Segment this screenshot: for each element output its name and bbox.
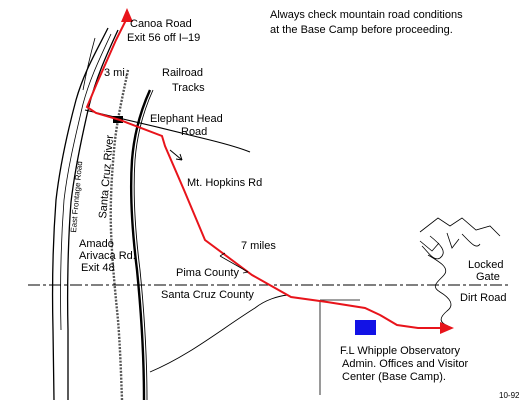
label-elephant-head: Elephant Head — [150, 113, 223, 125]
mt-hopkins-arrowhead — [175, 153, 183, 161]
label-railroad: Railroad — [162, 67, 203, 79]
label-exit-56: Exit 56 off I–19 — [127, 32, 201, 44]
label-3mi: 3 mi. — [104, 67, 128, 79]
dirt-road-switchbacks — [427, 254, 452, 327]
note-line-2: at the Base Camp before proceeding. — [270, 24, 453, 36]
mt-hopkins-arrow — [169, 149, 183, 161]
label-canoa-road: Canoa Road — [130, 18, 192, 30]
label-santa-cruz-county: Santa Cruz County — [161, 289, 254, 301]
route-arrow-end — [440, 322, 454, 334]
note-line-1: Always check mountain road conditions — [270, 9, 463, 21]
label-exit-48: Exit 48 — [81, 262, 115, 274]
interstate-19-east-edge — [66, 29, 119, 400]
label-7-miles: 7 miles — [241, 240, 276, 252]
label-mt-hopkins-rd: Mt. Hopkins Rd — [187, 177, 263, 189]
label-whipple-3: Center (Base Camp). — [342, 371, 446, 383]
railroad-tracks — [130, 89, 152, 401]
railroad-tracks-east — [133, 89, 154, 401]
interstate-19-median — [60, 33, 112, 331]
santa-cruz-side-road — [149, 294, 289, 373]
label-gate: Gate — [476, 271, 500, 283]
mountain-peaks — [419, 217, 501, 260]
label-whipple-1: F.L Whipple Observatory — [340, 345, 461, 357]
base-camp-marker — [355, 320, 376, 335]
label-whipple-2: Admin. Offices and Visitor — [342, 358, 469, 370]
label-elephant-head-road: Road — [181, 126, 208, 138]
label-tracks: Tracks — [172, 82, 205, 94]
label-locked: Locked — [468, 259, 504, 271]
label-pima-county: Pima County — [176, 267, 239, 279]
driving-route — [85, 17, 440, 329]
label-amado: Amado — [79, 238, 114, 250]
distance-7mi-bracket — [219, 252, 249, 274]
route-arrow-top — [121, 8, 133, 22]
label-arivaca-rd: Arivaca Rd. — [79, 250, 136, 262]
distance-3mi-bracket — [82, 37, 96, 91]
label-dirt-road: Dirt Road — [460, 292, 507, 304]
label-date-code: 10-92 — [499, 391, 520, 400]
